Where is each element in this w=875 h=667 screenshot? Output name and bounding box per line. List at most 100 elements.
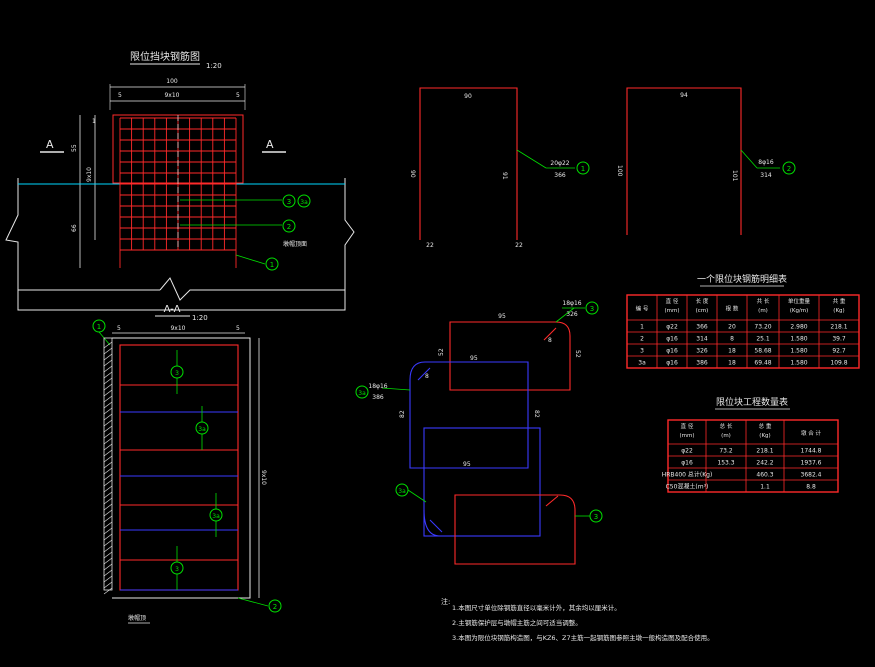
table-cell: φ22: [666, 324, 678, 331]
svg-text:386: 386: [372, 394, 384, 401]
svg-text:3: 3: [590, 305, 594, 313]
dim-top-mid: 9x10: [164, 92, 179, 99]
section-title: A-A: [164, 304, 181, 315]
table-cell: φ22: [681, 448, 693, 455]
table-cell: 460.3: [756, 472, 773, 479]
table-cell: 3682.4: [801, 472, 822, 479]
table-cell: 92.7: [832, 348, 846, 355]
svg-text:3: 3: [594, 513, 598, 521]
svg-text:18φ16: 18φ16: [562, 300, 581, 307]
svg-text:2: 2: [273, 603, 277, 611]
svg-text:5: 5: [117, 325, 121, 332]
svg-text:2: 2: [787, 165, 791, 173]
section-callout-3: [209, 508, 223, 522]
table-cell: 8.8: [806, 484, 816, 491]
svg-text:1: 1: [581, 165, 585, 173]
svg-text:3a: 3a: [358, 390, 366, 397]
break-line: [159, 277, 345, 301]
notes-heading: 注:: [441, 597, 450, 606]
table-header: (Kg/m): [790, 308, 809, 314]
table-header: 总 重: [759, 422, 772, 430]
table-cell: 39.7: [832, 336, 846, 343]
svg-text:95: 95: [463, 461, 471, 468]
table-cell: φ16: [666, 348, 678, 355]
note-line-1: 1.本图尺寸单位除钢筋直径以毫米计外，其余均以厘米计。: [452, 603, 621, 612]
table-cell: φ16: [666, 336, 678, 343]
callout-2: [282, 219, 296, 233]
svg-text:90: 90: [409, 170, 416, 178]
section-scale: 1:20: [192, 314, 208, 322]
table-cell: 366: [696, 324, 708, 331]
table-cell: 3: [640, 348, 644, 355]
table-header: (Kg): [833, 308, 844, 314]
bar-3-callout-right: [589, 509, 603, 523]
svg-text:314: 314: [760, 172, 772, 179]
table-cell: φ16: [666, 360, 678, 367]
plan-view: 限位挡块钢筋图 1:20 100 5 9x10 5 1 55 9x10 66 A…: [5, 50, 355, 311]
svg-text:82: 82: [533, 410, 540, 418]
bar-3-shape-lower: [454, 494, 576, 565]
table-cell: 1744.8: [801, 448, 822, 455]
table-cell: 3a: [638, 360, 646, 367]
table-frame: [626, 294, 860, 369]
callout-1: [265, 257, 279, 271]
table-header: (Kg): [759, 433, 770, 439]
note-line-2: 2.主钢筋保护层与墩帽主筋之间可适当调整。: [452, 618, 582, 627]
svg-text:18φ16: 18φ16: [368, 383, 387, 390]
table-cell: 69.48: [754, 360, 771, 367]
section-dim-right: 9x10: [260, 470, 267, 485]
table-header: 总 长: [720, 422, 733, 430]
svg-text:91: 91: [501, 172, 508, 180]
notes: 注: 1.本图尺寸单位除钢筋直径以毫米计外，其余均以厘米计。 2.主钢筋保护层与…: [441, 597, 714, 642]
bar-3-detail: 95 52 52 95 8 18φ16 326 3: [438, 300, 599, 391]
table-cell: 18: [728, 348, 736, 355]
table-cell: 1.580: [790, 336, 807, 343]
svg-text:100: 100: [616, 165, 623, 177]
svg-text:8: 8: [548, 337, 552, 344]
table-cell: 326: [696, 348, 708, 355]
table-cell: 73.2: [719, 448, 733, 455]
table-header: (m): [758, 308, 768, 314]
plan-title: 限位挡块钢筋图: [130, 50, 200, 63]
svg-text:3a: 3a: [198, 426, 206, 433]
svg-text:3a: 3a: [398, 488, 406, 495]
stirrups: [120, 384, 238, 591]
section-mark-right: A: [266, 138, 274, 151]
svg-text:366: 366: [554, 172, 566, 179]
svg-text:1: 1: [97, 323, 101, 331]
section-mark-left: A: [46, 138, 54, 151]
bar-2-shape: [626, 87, 742, 235]
dim-top-left: 5: [118, 92, 122, 99]
table-cell: C50混凝土(m³): [666, 483, 709, 491]
bar-2-detail: 94 100 101 8φ16 314 2: [616, 87, 796, 235]
table-cell: 1.580: [790, 348, 807, 355]
hatch-pattern: [103, 341, 113, 595]
table-cell: 218.1: [756, 448, 773, 455]
table-cell: 386: [696, 360, 708, 367]
bar-3-shape: [449, 321, 571, 391]
table2-title: 限位块工程数量表: [716, 396, 788, 408]
table-cell: 25.1: [756, 336, 770, 343]
svg-text:22: 22: [426, 242, 434, 249]
svg-text:9x10: 9x10: [170, 325, 185, 332]
note-line-3: 3.本图为限位块钢筋构造图，与KZ6、Z7主筋一起钢筋图参照主墩一般构造图及配合…: [452, 633, 714, 642]
svg-text:20φ22: 20φ22: [550, 160, 569, 167]
plan-scale: 1:20: [206, 62, 222, 70]
svg-text:2: 2: [287, 223, 291, 231]
table-cell: 1.580: [790, 360, 807, 367]
table-header: 共 重: [833, 297, 846, 305]
svg-text:8φ16: 8φ16: [758, 159, 774, 166]
table-cell: 314: [696, 336, 708, 343]
bar-1-detail: 90 90 91 22 22 20φ22 366 1: [409, 87, 590, 249]
svg-text:8: 8: [425, 373, 429, 380]
table-cell: 242.2: [756, 460, 773, 467]
section-callout-2: [268, 599, 282, 613]
bar-3a-shape-1: [409, 361, 529, 469]
svg-text:82: 82: [399, 410, 406, 418]
bar-3a-callout: [355, 385, 369, 399]
table-cell: 2.980: [790, 324, 807, 331]
table-cell: 20: [728, 324, 736, 331]
